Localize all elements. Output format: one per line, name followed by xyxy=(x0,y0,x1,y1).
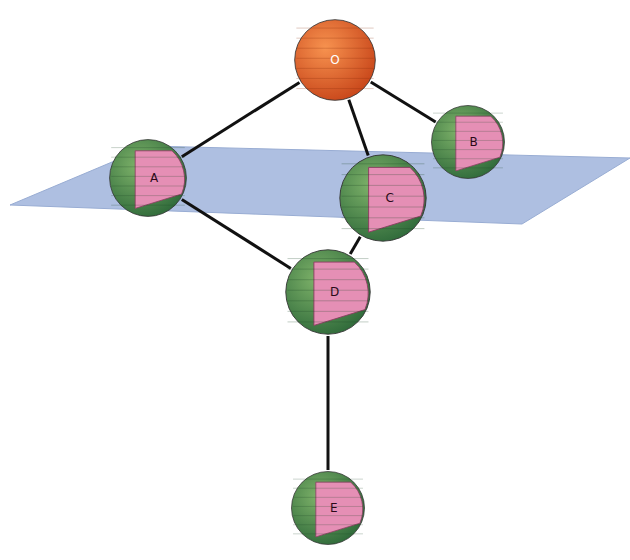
atom-label: B xyxy=(441,135,506,149)
atom-node: A xyxy=(108,138,188,218)
atom-label: E xyxy=(301,501,366,515)
bond-line xyxy=(350,237,360,254)
atom-node: D xyxy=(284,248,372,336)
atom-label: C xyxy=(352,191,429,205)
atom-sphere xyxy=(430,104,506,180)
bond-line xyxy=(371,82,436,122)
bond-line xyxy=(327,336,330,470)
mirror-plane xyxy=(10,146,630,224)
atom-label: A xyxy=(120,171,188,185)
atom-node: C xyxy=(338,153,428,243)
atom-node: B xyxy=(430,104,506,180)
atom-sphere xyxy=(338,153,428,243)
atom-node: E xyxy=(290,470,366,546)
atom-label: O xyxy=(293,53,377,67)
bond-line xyxy=(182,82,300,156)
bond-line xyxy=(349,100,368,156)
atom-sphere xyxy=(284,248,372,336)
atom-node: O xyxy=(293,18,377,102)
bond-line xyxy=(182,199,291,268)
atom-sphere xyxy=(108,138,188,218)
atom-label: D xyxy=(297,285,372,299)
atom-sphere xyxy=(290,470,366,546)
